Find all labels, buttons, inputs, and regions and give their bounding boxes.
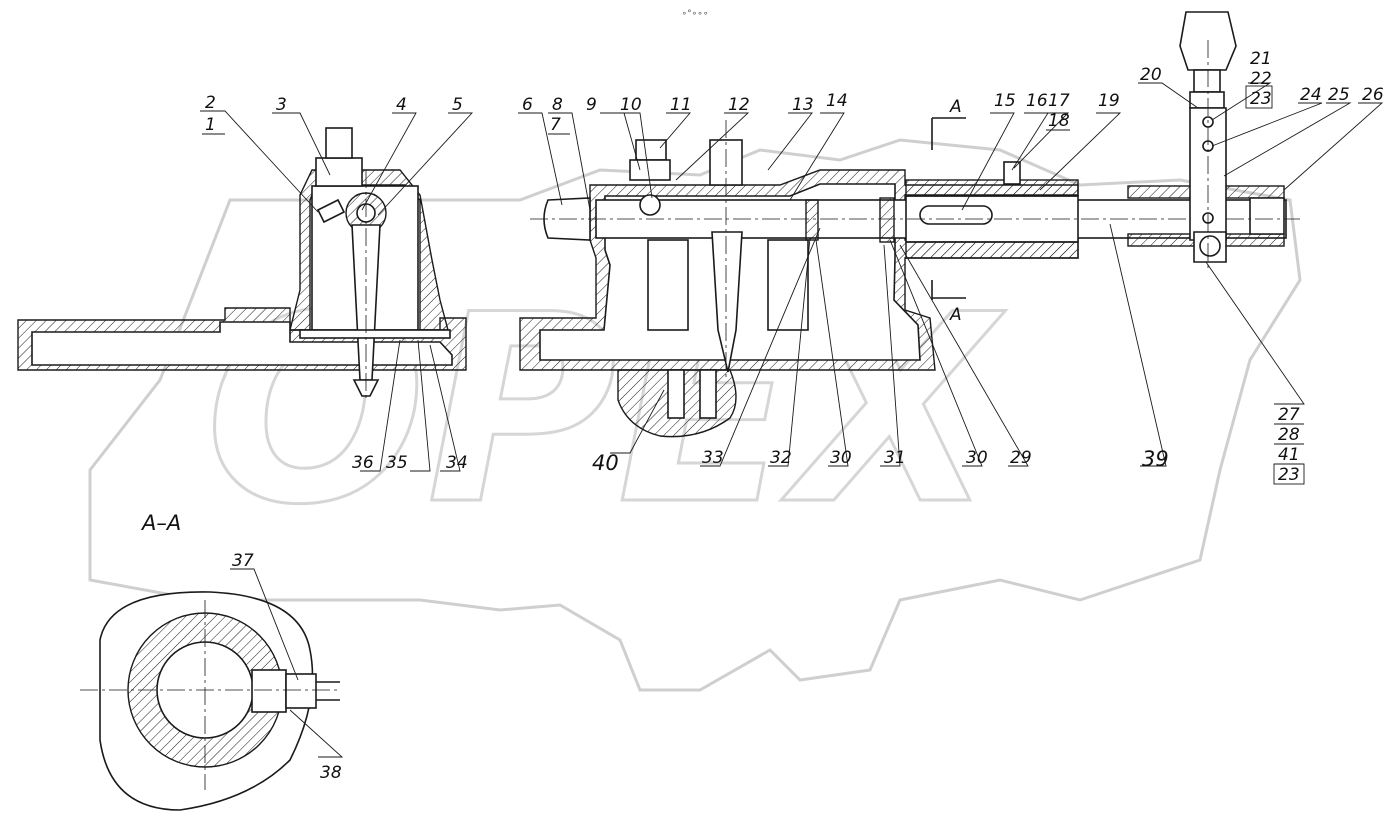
callout-29: 29: [1010, 448, 1032, 468]
callout-2: 2: [205, 93, 216, 113]
callout-32: 32: [770, 448, 792, 468]
callout-14: 14: [826, 91, 848, 111]
callout-10: 10: [620, 95, 642, 115]
top-mark: ∘°∘∘∘: [681, 9, 708, 19]
callout-7: 7: [550, 115, 561, 135]
callout-5: 5: [452, 95, 463, 115]
section-mark-bottom: А: [949, 305, 962, 325]
main-assembly: А А: [519, 97, 1300, 438]
callout-3: 3: [276, 95, 287, 115]
callout-16: 16: [1026, 91, 1048, 111]
callout-8: 8: [552, 95, 563, 115]
callout-41: 41: [1278, 445, 1300, 465]
section-a-a: А–А: [80, 511, 340, 811]
callout-21: 21: [1250, 49, 1272, 69]
leader-lines: [200, 82, 1384, 758]
callout-13: 13: [792, 95, 814, 115]
callout-20: 20: [1140, 65, 1162, 85]
callout-40: 40: [592, 451, 619, 475]
callout-18: 18: [1048, 111, 1070, 131]
callout-6: 6: [522, 95, 533, 115]
callouts: 2 1 3 4 5 6 8 7 9 10 11 12 13 14 15 16 1…: [202, 49, 1384, 783]
callout-36: 36: [352, 453, 374, 473]
callout-35: 35: [386, 453, 408, 473]
callout-34: 34: [446, 453, 468, 473]
callout-23-bottom: 23: [1278, 465, 1300, 485]
callout-17: 17: [1048, 91, 1070, 111]
section-title: А–А: [140, 511, 181, 535]
callout-39: 39: [1142, 447, 1169, 471]
callout-38: 38: [320, 763, 342, 783]
callout-27: 27: [1278, 405, 1300, 425]
section-mark-top: А: [949, 97, 962, 117]
callout-30-left: 30: [830, 448, 852, 468]
callout-15: 15: [994, 91, 1016, 111]
callout-9: 9: [586, 95, 597, 115]
callout-22: 22: [1250, 69, 1272, 89]
callout-30-right: 30: [966, 448, 988, 468]
callout-33: 33: [702, 448, 724, 468]
callout-4: 4: [396, 95, 407, 115]
handle-assembly: [1179, 11, 1237, 270]
callout-28: 28: [1278, 425, 1300, 445]
callout-26: 26: [1362, 85, 1384, 105]
callout-11: 11: [670, 95, 692, 115]
left-view: [17, 127, 467, 400]
callout-24: 24: [1300, 85, 1322, 105]
callout-31: 31: [884, 448, 906, 468]
callout-1: 1: [205, 115, 216, 135]
callout-23-top: 23: [1250, 89, 1272, 109]
callout-37: 37: [232, 551, 254, 571]
callout-25: 25: [1328, 85, 1350, 105]
callout-19: 19: [1098, 91, 1120, 111]
callout-12: 12: [728, 95, 750, 115]
